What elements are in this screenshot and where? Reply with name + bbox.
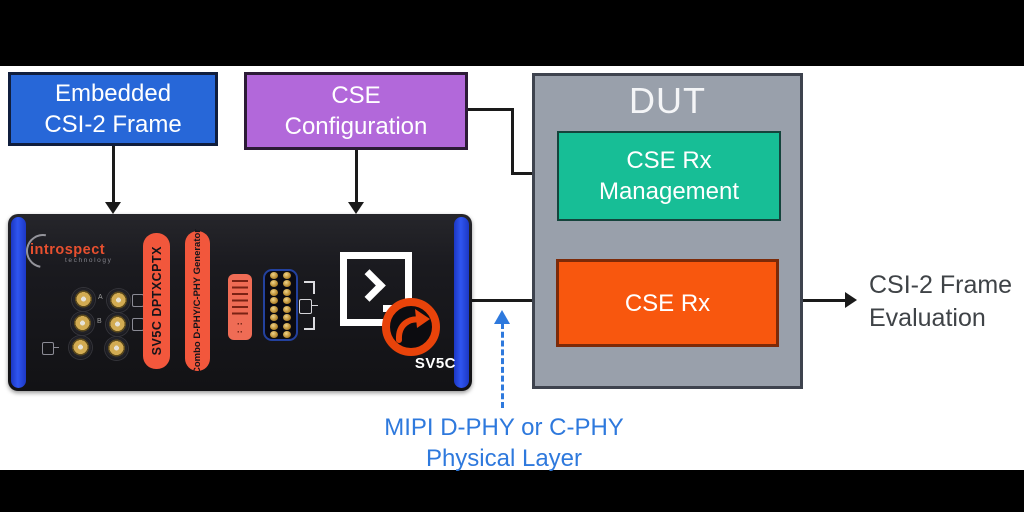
output-port-icon-3 bbox=[42, 342, 59, 355]
phy-link-line bbox=[470, 299, 533, 302]
phy-caption-line2: Physical Layer bbox=[425, 445, 583, 472]
cse-rx-label: CSE Rx bbox=[624, 289, 711, 317]
config-to-mgmt-line-h2 bbox=[511, 172, 545, 175]
arrow-embedded-to-instrument bbox=[112, 146, 115, 203]
evaluation-line2: Evaluation bbox=[869, 304, 986, 332]
embedded-frame-label-line2: CSI-2 Frame bbox=[44, 111, 182, 138]
embedded-frame-label-line1: Embedded bbox=[54, 80, 172, 107]
instrument-right-rail bbox=[454, 217, 469, 388]
cse-config-label-line2: Configuration bbox=[284, 113, 428, 140]
cse-rx-mgmt-label-line1: CSE Rx bbox=[626, 147, 712, 174]
instrument-secondary-label: Combo D-PHY/C-PHY Generator bbox=[185, 228, 210, 374]
cse-rx-box: CSE Rx bbox=[556, 259, 779, 347]
arrowhead-embedded-down bbox=[105, 202, 121, 214]
evaluation-line1: CSI-2 Frame bbox=[869, 271, 1013, 299]
terminal-chevron-icon bbox=[353, 269, 386, 302]
instrument-left-rail bbox=[11, 217, 26, 388]
arrow-config-to-instrument bbox=[355, 149, 358, 203]
sma-connector-a2 bbox=[107, 289, 130, 312]
rx-to-evaluation-line bbox=[779, 299, 846, 302]
instrument-model-label: SV5C bbox=[414, 355, 456, 372]
phy-dashed-pointer bbox=[501, 323, 504, 408]
sma-connector-c1 bbox=[69, 336, 92, 359]
cse-rx-mgmt-label-line2: Management bbox=[598, 178, 740, 205]
pin-connector bbox=[263, 269, 298, 341]
introspect-logo: introspect bbox=[30, 242, 106, 258]
port-label-b: B bbox=[97, 318, 102, 325]
arrowhead-into-evaluation bbox=[845, 292, 857, 308]
connector-out-icon bbox=[299, 299, 318, 314]
pin-map-sticker bbox=[228, 274, 252, 340]
sv5c-instrument: introspect technology A B SV5C DPTXCPTX … bbox=[8, 214, 472, 391]
instrument-secondary-label-text: Combo D-PHY/C-PHY Generator bbox=[192, 228, 203, 374]
pin-connector-pins bbox=[265, 271, 296, 339]
introspect-logo-sub: technology bbox=[65, 257, 113, 264]
cse-configuration-box: CSE Configuration bbox=[244, 72, 468, 150]
sma-connector-a1 bbox=[72, 288, 95, 311]
arrowhead-config-down bbox=[348, 202, 364, 214]
share-arrow-glyph bbox=[395, 309, 430, 343]
instrument-primary-label: SV5C DPTXCPTX bbox=[143, 233, 170, 369]
sma-connector-b2 bbox=[106, 313, 129, 336]
embedded-csi2-frame-box: Embedded CSI-2 Frame bbox=[8, 72, 218, 146]
share-arrow-badge-icon bbox=[382, 298, 440, 356]
mipi-phy-caption: MIPI D-PHY or C-PHY Physical Layer bbox=[344, 412, 664, 474]
instrument-primary-label-text: SV5C DPTXCPTX bbox=[149, 246, 164, 356]
port-label-a: A bbox=[98, 294, 103, 301]
bracket-icon-bottom bbox=[304, 317, 315, 330]
cse-config-label-line1: CSE bbox=[331, 82, 381, 109]
phy-dashed-arrowhead bbox=[494, 310, 510, 324]
bracket-icon-top bbox=[304, 281, 315, 294]
config-to-mgmt-line-v bbox=[511, 108, 514, 175]
config-to-mgmt-line-h1 bbox=[468, 108, 514, 111]
csi2-frame-evaluation-label: CSI-2 Frame Evaluation bbox=[869, 269, 1024, 335]
cse-rx-management-box: CSE Rx Management bbox=[557, 131, 781, 221]
sma-connector-c2 bbox=[105, 337, 128, 360]
sma-connector-b1 bbox=[71, 312, 94, 335]
phy-caption-line1: MIPI D-PHY or C-PHY bbox=[384, 414, 624, 441]
dut-title: DUT bbox=[629, 80, 706, 121]
